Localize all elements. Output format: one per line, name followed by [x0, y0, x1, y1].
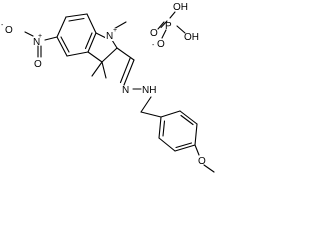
methoxy-o-bond: [194, 144, 200, 156]
phosphate-oh-label-2: OH: [184, 32, 199, 43]
methoxy-methyl-bond: [203, 164, 215, 173]
benzyl-ch2-bond-2: [140, 111, 162, 118]
phosphate-oxygen-label: O: [150, 28, 158, 39]
phosphorus-label: P: [165, 21, 172, 32]
nitro-oxygen-label: O: [5, 25, 13, 36]
methine-bond: [116, 47, 135, 61]
hydrazone-nh-label: NH: [142, 85, 156, 96]
nitro-oxygen-label-2: O: [34, 59, 42, 70]
molecule-structure: N + O - N + O N NH O P OH O O - OH: [1, 2, 215, 173]
hydrazone-nitrogen-label: N: [122, 85, 129, 96]
gem-methyl-bond-2: [101, 61, 107, 79]
imine-double-bond: [119, 57, 135, 86]
indoline-benzene-ring: [56, 13, 97, 57]
phosphate-oh-label: OH: [173, 2, 188, 13]
phosphate-bonds: [157, 11, 186, 39]
phosphate-anion-oxygen-label: O: [157, 39, 165, 50]
nitro-oxygen-charge-label: -: [1, 22, 4, 29]
nitro-ring-bond: [44, 36, 58, 41]
phosphate-anion-charge-label: -: [152, 42, 155, 49]
indolium-nitrogen-label: N: [106, 31, 113, 42]
indoline-pyrrole-ring: [87, 32, 118, 63]
methoxy-oxygen-label: O: [198, 156, 206, 167]
nitro-nitrogen-charge-label: +: [38, 33, 42, 40]
benzyl-ch2-bond-1: [140, 96, 152, 113]
methoxyphenyl-ring: [158, 110, 198, 152]
nitro-n-o-single: [24, 31, 34, 37]
nitro-n-o-double: [37, 45, 42, 58]
indolium-charge-label: +: [113, 27, 117, 34]
nitro-nitrogen-label: N: [33, 37, 40, 48]
gem-methyl-bond-1: [91, 61, 103, 77]
